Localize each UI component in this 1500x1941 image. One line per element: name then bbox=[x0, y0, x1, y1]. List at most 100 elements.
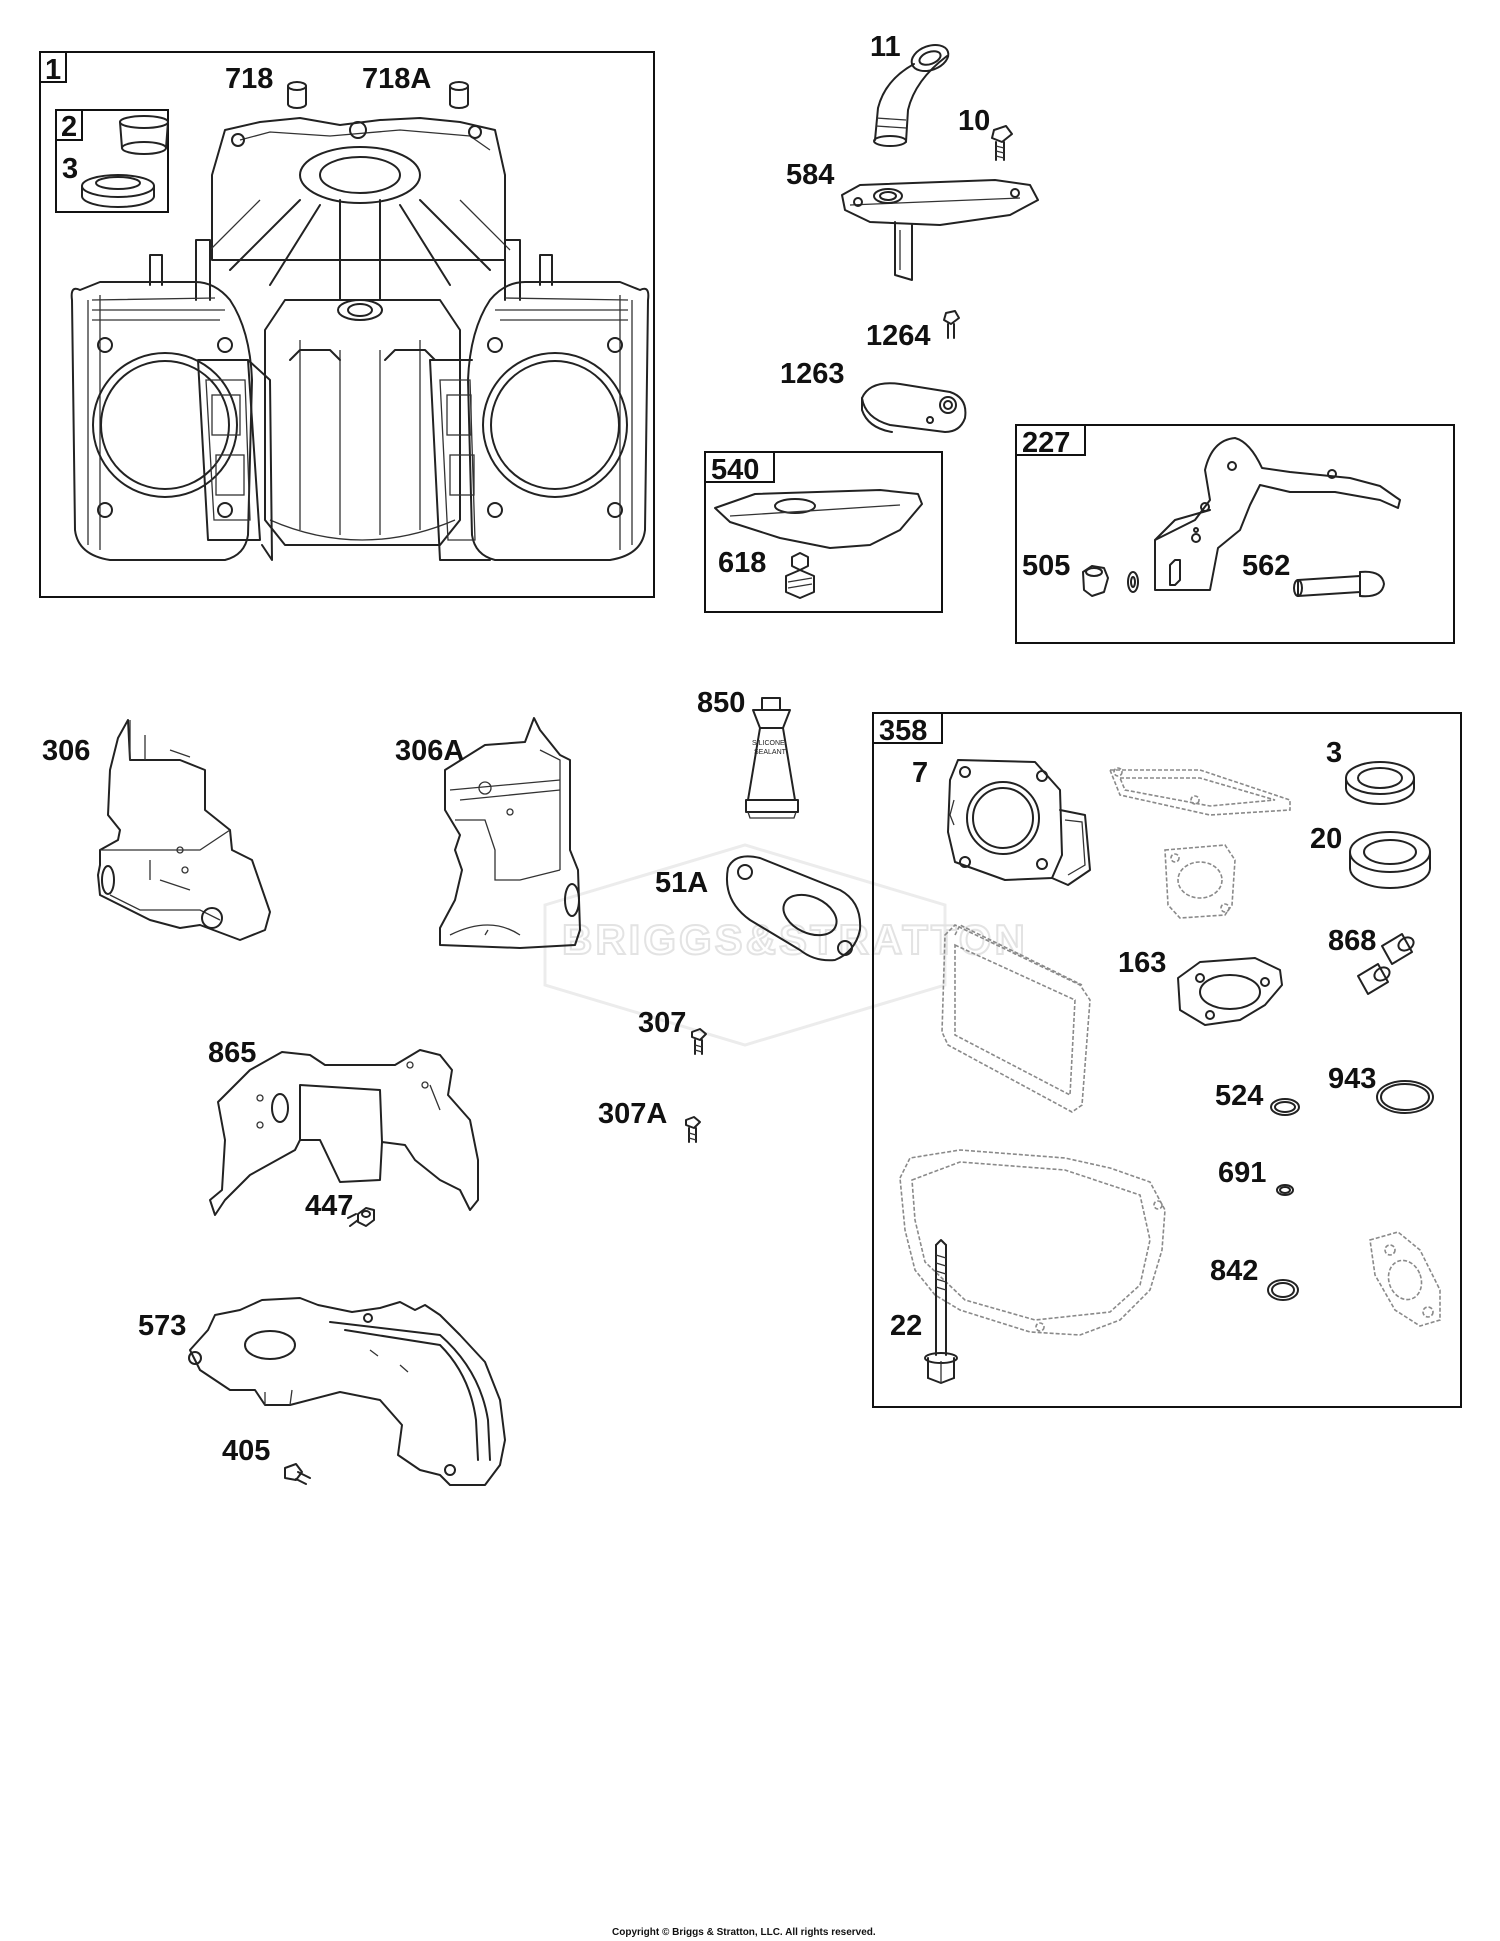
plate-584-part[interactable] bbox=[841, 179, 1039, 281]
dowel-718-part[interactable] bbox=[287, 81, 307, 109]
screw-10-part[interactable] bbox=[991, 125, 1013, 161]
cover-1263-part[interactable] bbox=[861, 382, 967, 433]
gasket-540-box-number: 540 bbox=[711, 454, 759, 486]
intake-gasket-ghost-part[interactable] bbox=[1164, 844, 1236, 919]
label-3-right: 3 bbox=[1326, 737, 1342, 769]
o-ring-943-part[interactable] bbox=[1376, 1080, 1434, 1114]
shroud-865-part[interactable] bbox=[209, 1049, 479, 1216]
sealant-850-group: SILICONE SEALANT 850 bbox=[697, 687, 799, 819]
gasket-540-part[interactable] bbox=[714, 489, 923, 549]
dowel-718A-part[interactable] bbox=[449, 81, 469, 109]
watermark-text: BRIGGS&STRATTON bbox=[562, 916, 1028, 963]
elbow-tube-11-part[interactable] bbox=[873, 40, 952, 147]
label-20: 20 bbox=[1310, 823, 1342, 855]
seal-3-right-part[interactable] bbox=[1345, 761, 1415, 805]
label-505: 505 bbox=[1022, 550, 1070, 582]
rocker-cover-gasket-part[interactable] bbox=[1108, 767, 1291, 816]
o-ring-842-part[interactable] bbox=[1267, 1279, 1299, 1301]
sealant-tube-text-1: SILICONE bbox=[752, 740, 785, 747]
cylinder-block-part[interactable] bbox=[70, 117, 650, 561]
label-618: 618 bbox=[718, 547, 766, 579]
bushing-box bbox=[55, 109, 169, 213]
bracket-227-part[interactable] bbox=[1154, 437, 1401, 591]
label-842: 842 bbox=[1210, 1255, 1258, 1287]
breather-group: 11 10 584 1264 bbox=[780, 31, 1039, 433]
sealant-tube-text-2: SEALANT bbox=[754, 749, 787, 756]
shroud-306-group: 306 bbox=[42, 719, 271, 941]
head-gasket-7-part[interactable] bbox=[947, 759, 1091, 886]
bolt-562-part[interactable] bbox=[1293, 570, 1385, 598]
shroud-306A-part[interactable] bbox=[439, 717, 581, 949]
shroud-306A-group: 306A bbox=[395, 717, 581, 949]
label-3-left: 3 bbox=[62, 153, 78, 185]
screw-618-part[interactable] bbox=[785, 552, 815, 599]
label-22: 22 bbox=[890, 1310, 922, 1342]
label-307: 307 bbox=[638, 1007, 686, 1039]
gasket-set-box-number: 358 bbox=[879, 715, 927, 747]
baffle-573-group: 573 405 bbox=[138, 1297, 506, 1486]
label-405: 405 bbox=[222, 1435, 270, 1467]
label-562: 562 bbox=[1242, 550, 1290, 582]
cylinder-group: 1 2 bbox=[39, 51, 655, 598]
crankcase-gasket-part[interactable] bbox=[899, 1149, 1166, 1336]
gasket-540-group: 540 618 bbox=[704, 451, 943, 613]
gasket-163-part[interactable] bbox=[1177, 957, 1283, 1026]
gasket-set-box bbox=[872, 712, 1462, 1408]
screw-447-part[interactable] bbox=[347, 1207, 375, 1227]
oil-seal-part[interactable] bbox=[81, 174, 155, 208]
cylinder-box-number: 1 bbox=[45, 54, 61, 86]
label-718: 718 bbox=[225, 63, 273, 95]
bracket-227-group: 227 505 562 bbox=[1015, 424, 1455, 644]
bushing-box-number: 2 bbox=[61, 111, 77, 143]
label-1263: 1263 bbox=[780, 358, 845, 390]
screw-307-part[interactable] bbox=[691, 1028, 707, 1055]
label-11: 11 bbox=[870, 31, 901, 63]
gasket-540-box bbox=[704, 451, 943, 613]
label-307A: 307A bbox=[598, 1098, 667, 1130]
bolt-22-part[interactable] bbox=[924, 1239, 958, 1384]
shroud-306-part[interactable] bbox=[97, 719, 271, 941]
cylinder-box-tab bbox=[39, 51, 67, 83]
label-163: 163 bbox=[1118, 947, 1166, 979]
bushing-box-tab bbox=[55, 109, 83, 141]
exhaust-gasket-ghost-part[interactable] bbox=[1369, 1231, 1441, 1327]
copyright-text: Copyright © Briggs & Stratton, LLC. All … bbox=[612, 1927, 876, 1938]
label-524: 524 bbox=[1215, 1080, 1263, 1112]
shroud-865-group: 865 447 bbox=[208, 1037, 479, 1227]
screw-1264-part[interactable] bbox=[943, 310, 960, 339]
label-447: 447 bbox=[305, 1190, 353, 1222]
label-1264: 1264 bbox=[866, 320, 931, 352]
bracket-227-box-tab bbox=[1015, 424, 1086, 456]
label-718A: 718A bbox=[362, 63, 431, 95]
screw-405-part[interactable] bbox=[284, 1463, 311, 1485]
baffle-573-part[interactable] bbox=[188, 1297, 506, 1486]
valve-seal-868-part[interactable] bbox=[1357, 933, 1416, 995]
label-573: 573 bbox=[138, 1310, 186, 1342]
label-865: 865 bbox=[208, 1037, 256, 1069]
gasket-set-box-tab bbox=[872, 712, 943, 744]
label-7: 7 bbox=[912, 757, 928, 789]
bracket-227-box bbox=[1015, 424, 1455, 644]
bushing-part[interactable] bbox=[119, 115, 169, 155]
label-51A: 51A bbox=[655, 867, 708, 899]
label-10: 10 bbox=[958, 105, 990, 137]
o-ring-691-part[interactable] bbox=[1276, 1184, 1294, 1196]
screw-307A-part[interactable] bbox=[685, 1116, 701, 1143]
valve-cover-gasket-part[interactable] bbox=[941, 923, 1091, 1113]
label-868: 868 bbox=[1328, 925, 1376, 957]
gasket-set-358-group: 358 7 bbox=[872, 712, 1462, 1408]
label-306: 306 bbox=[42, 735, 90, 767]
label-850: 850 bbox=[697, 687, 745, 719]
seal-20-part[interactable] bbox=[1349, 831, 1431, 889]
label-306A: 306A bbox=[395, 735, 464, 767]
nut-505-part[interactable] bbox=[1082, 565, 1139, 597]
cylinder-box bbox=[39, 51, 655, 598]
label-584: 584 bbox=[786, 159, 834, 191]
sealant-tube-part[interactable]: SILICONE SEALANT bbox=[745, 697, 799, 819]
gasket-540-box-tab bbox=[704, 451, 775, 483]
gasket-51A-group: 51A bbox=[655, 855, 862, 962]
gasket-51A-part[interactable] bbox=[726, 855, 862, 962]
o-ring-524-part[interactable] bbox=[1270, 1098, 1300, 1116]
brand-watermark: BRIGGS&STRATTON bbox=[543, 843, 1028, 1047]
